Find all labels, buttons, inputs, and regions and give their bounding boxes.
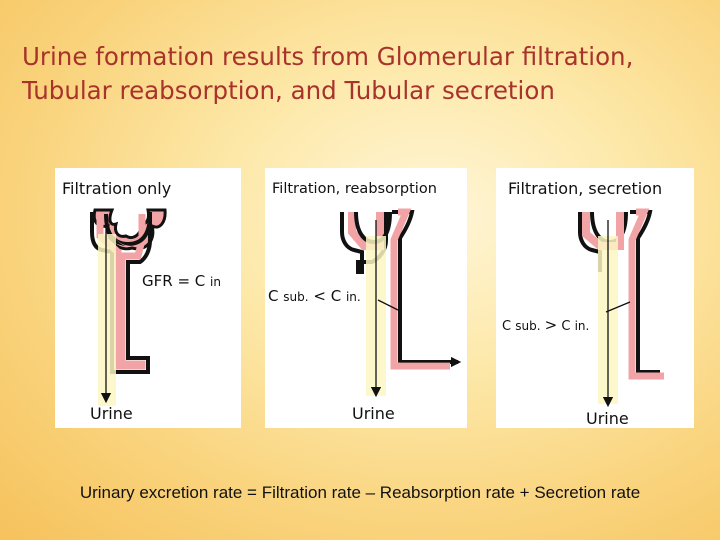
- loop-2: [392, 210, 458, 364]
- annotation-1-main: GFR = C: [142, 272, 206, 290]
- annotation-2-main: C: [268, 287, 279, 305]
- title-line-1: Urine formation results from Glomerular …: [22, 42, 634, 71]
- annotation-3-sub2: in.: [574, 319, 590, 333]
- lumen-1: [98, 234, 116, 406]
- annotation-2-sub: sub.: [283, 290, 309, 304]
- annotation-2-sub2: in.: [345, 290, 361, 304]
- annotation-2: C sub. < C in.: [268, 287, 361, 305]
- panel-label-3: Filtration, secretion: [508, 179, 663, 198]
- annotation-3-main2: C: [561, 319, 571, 334]
- annotation-2-main2: C: [330, 287, 342, 305]
- tubule-3: [578, 212, 602, 272]
- loop-3: [630, 210, 660, 374]
- annotation-3: C sub. > C in.: [502, 316, 589, 334]
- excretion-equation: Urinary excretion rate = Filtration rate…: [79, 483, 641, 502]
- bowman-capsule-1: [104, 213, 152, 247]
- secretion-pointer: [605, 301, 631, 313]
- title-line-2: Tubular reabsorption, and Tubular secret…: [22, 76, 555, 105]
- annotation-3-rel: >: [544, 316, 558, 334]
- urine-label-2: Urine: [352, 404, 395, 423]
- panel-filtration-secretion: [496, 168, 694, 428]
- nephron-3: [578, 208, 664, 408]
- reabsorption-pointer: [377, 299, 399, 311]
- panel-label-2: Filtration, reabsorption: [272, 181, 437, 197]
- tubule-1: [90, 212, 152, 374]
- nephron-2: [340, 208, 462, 398]
- annotation-3-sub: sub.: [515, 319, 541, 333]
- annotation-3-main: C: [502, 319, 512, 334]
- urine-label-3: Urine: [586, 409, 629, 428]
- annotation-1-sub: in: [210, 275, 221, 289]
- nephron-1: [90, 208, 167, 406]
- annotation-2-rel: <: [313, 287, 326, 305]
- annotation-1: GFR = C in: [142, 272, 221, 290]
- panel-label-1: Filtration only: [62, 179, 172, 198]
- urine-label-1: Urine: [90, 404, 133, 423]
- slide-title: Urine formation results from Glomerular …: [22, 40, 712, 108]
